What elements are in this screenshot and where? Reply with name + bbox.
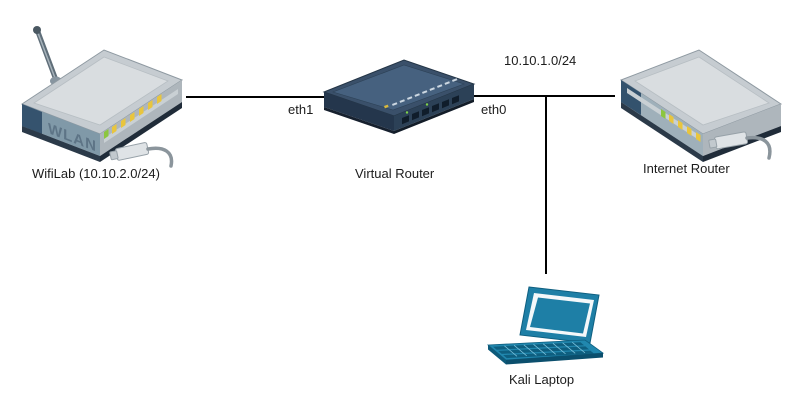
kali-laptop-label: Kali Laptop (509, 372, 575, 387)
wifi-router-label: WifiLab (10.10.2.0/24) (32, 166, 160, 181)
ethernet-plug-icon (109, 142, 174, 168)
wifi-router-icon: WLAN (20, 26, 184, 168)
interface-label-eth0: eth0 (481, 102, 507, 117)
kali-laptop-node (485, 283, 610, 378)
port-strip-icon (402, 95, 459, 125)
link-wifi-to-virtual (186, 96, 326, 98)
virtual-router-label: Virtual Router (355, 166, 435, 181)
wifi-router-node: WLAN (8, 18, 193, 168)
virtual-router-node (316, 52, 481, 137)
brand-marking-icon (384, 78, 458, 109)
keyboard-icon (493, 342, 594, 359)
link-virtual-to-internet (470, 95, 615, 97)
internet-router-icon (619, 49, 783, 162)
led-strip-icon (661, 109, 701, 142)
laptop-icon (486, 286, 605, 365)
internet-router-node (605, 18, 795, 168)
led-strip-icon (104, 94, 162, 139)
subnet-label: 10.10.1.0/24 (504, 53, 577, 68)
ethernet-plug-icon (708, 131, 772, 160)
virtual-router-icon (322, 59, 476, 134)
antenna-icon (33, 26, 62, 86)
internet-router-label: Internet Router (643, 161, 730, 176)
interface-label-eth1: eth1 (288, 102, 314, 117)
link-laptop (545, 95, 547, 274)
